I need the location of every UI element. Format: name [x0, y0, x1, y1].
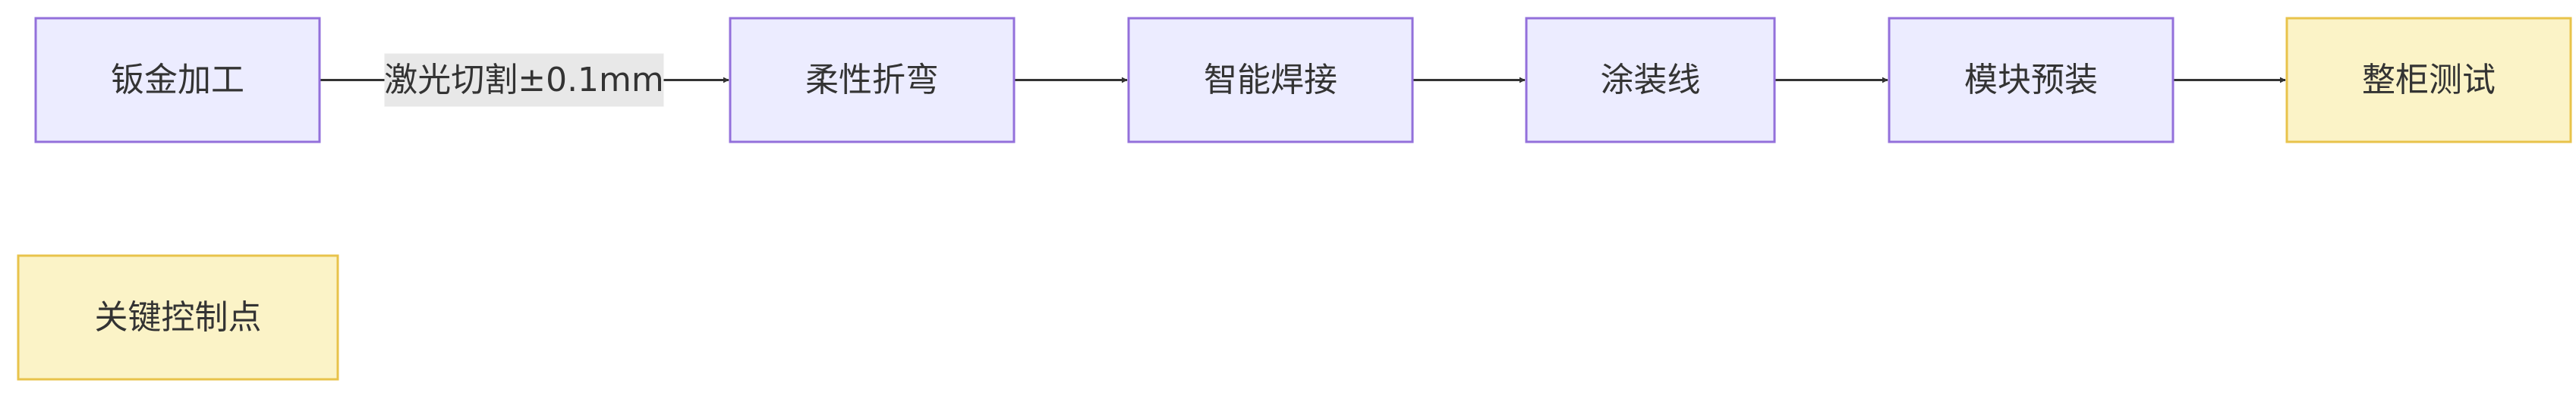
node-label: 涂装线 [1601, 61, 1701, 99]
node-label: 关键控制点 [95, 298, 262, 337]
node-sheet-metal: 钣金加工 [34, 17, 321, 143]
node-label: 钣金加工 [111, 61, 244, 99]
node-box [17, 254, 339, 381]
node-coating-line: 涂装线 [1525, 17, 1776, 143]
node-box [1127, 17, 1414, 143]
node-box [729, 17, 1016, 143]
node-module-preassembly: 模块预装 [1888, 17, 2174, 143]
edge-label-background [384, 53, 664, 107]
edge-sheet-metal-to-flex-bending: 激光切割±0.1mm [320, 53, 729, 107]
edges-layer: 激光切割±0.1mm [320, 53, 2286, 107]
node-label: 柔性折弯 [805, 61, 939, 99]
node-legend-key: 关键控制点 [17, 254, 339, 381]
node-box [1888, 17, 2174, 143]
node-label: 智能焊接 [1204, 61, 1337, 99]
node-box [34, 17, 321, 143]
node-box [1525, 17, 1776, 143]
node-smart-welding: 智能焊接 [1127, 17, 1414, 143]
edge-label: 激光切割±0.1mm [384, 61, 664, 99]
node-cabinet-test: 整柜测试 [2285, 17, 2572, 143]
node-label: 整柜测试 [2362, 61, 2496, 99]
node-flex-bending: 柔性折弯 [729, 17, 1016, 143]
node-label: 模块预装 [1964, 61, 2098, 99]
node-box [2285, 17, 2572, 143]
